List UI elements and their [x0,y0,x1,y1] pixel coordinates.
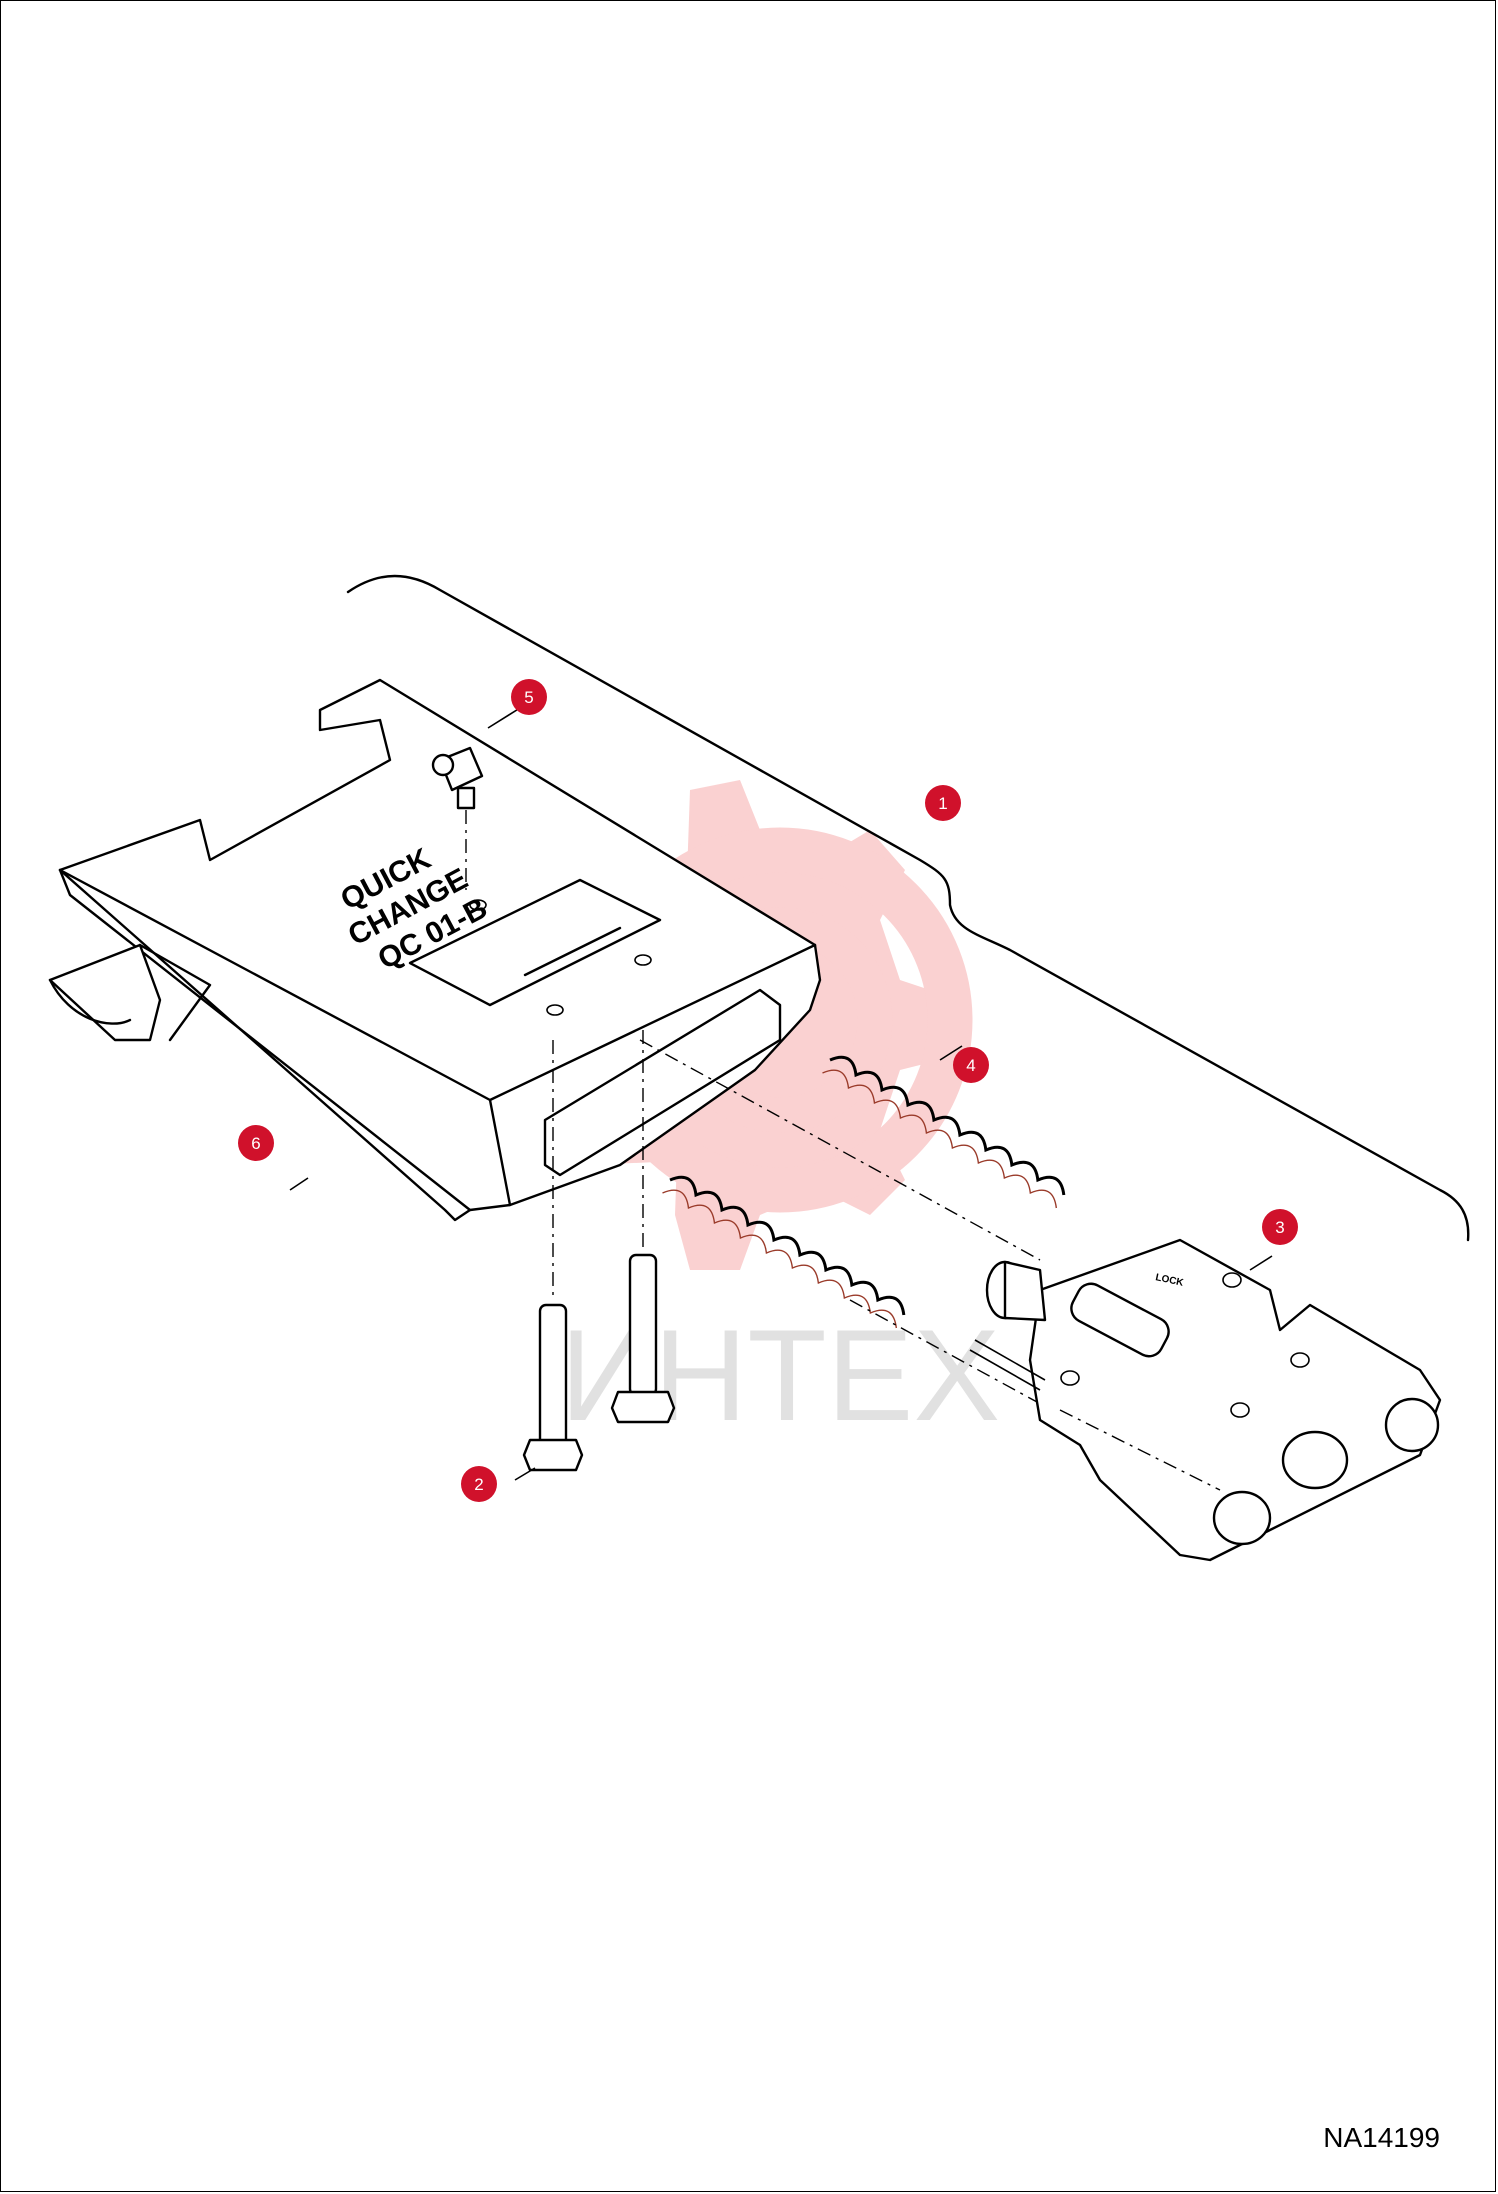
callout-2: 2 [461,1466,497,1502]
leader-2 [514,1467,536,1481]
svg-text:4: 4 [966,1056,975,1075]
callout-3: 3 [1262,1209,1298,1245]
svg-text:5: 5 [524,688,533,707]
callout-1: 1 [925,785,961,821]
watermark-text: ИНТЕХ [560,1302,1000,1448]
spring-upper [639,1039,1066,1261]
leader-3 [1249,1255,1273,1271]
grease-fitting [431,746,484,890]
leader-6 [289,1177,309,1191]
svg-text:6: 6 [251,1134,260,1153]
callout-5: 5 [511,679,547,715]
callout-6: 6 [238,1125,274,1161]
leader-5 [487,707,521,729]
callout-4: 4 [953,1047,989,1083]
svg-text:2: 2 [474,1475,483,1494]
spring-lower [662,1175,1181,1481]
bolt-short [610,1030,676,1424]
svg-text:1: 1 [938,794,947,813]
assembly-brace [346,574,1470,1242]
wedge-lock-assembly: LOCK [969,1238,1442,1562]
coupler-body: QUICK CHANGE QC 01-B [48,678,822,1222]
bolt-long [522,1040,584,1472]
leader-4 [939,1045,963,1061]
svg-text:3: 3 [1275,1218,1284,1237]
figure-id: NA14199 [1323,2122,1440,2153]
